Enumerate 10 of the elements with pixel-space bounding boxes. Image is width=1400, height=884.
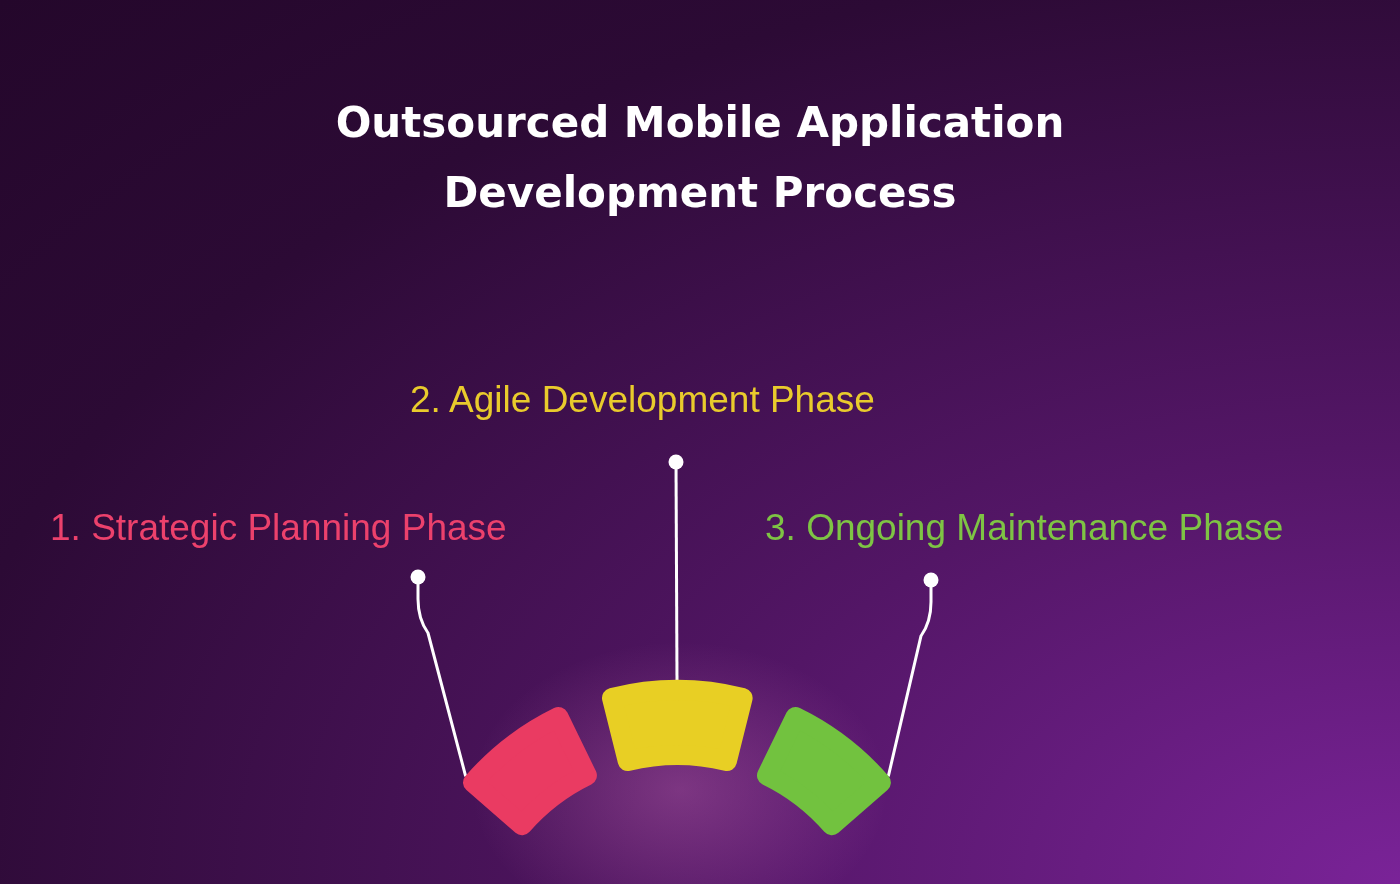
phase-label: 3. Ongoing Maintenance Phase — [765, 507, 1284, 548]
leader-line — [886, 572, 939, 777]
gauge-segment — [756, 707, 891, 836]
phase-label: 2. Agile Development Phase — [410, 379, 875, 420]
diagram-title: Outsourced Mobile Application Development Process — [334, 97, 1066, 219]
phase-label: 1. Strategic Planning Phase — [50, 507, 507, 548]
gauge-segment — [601, 680, 753, 772]
leader-line — [668, 454, 684, 680]
gauge-segment — [463, 707, 598, 836]
leader-line — [410, 569, 468, 777]
